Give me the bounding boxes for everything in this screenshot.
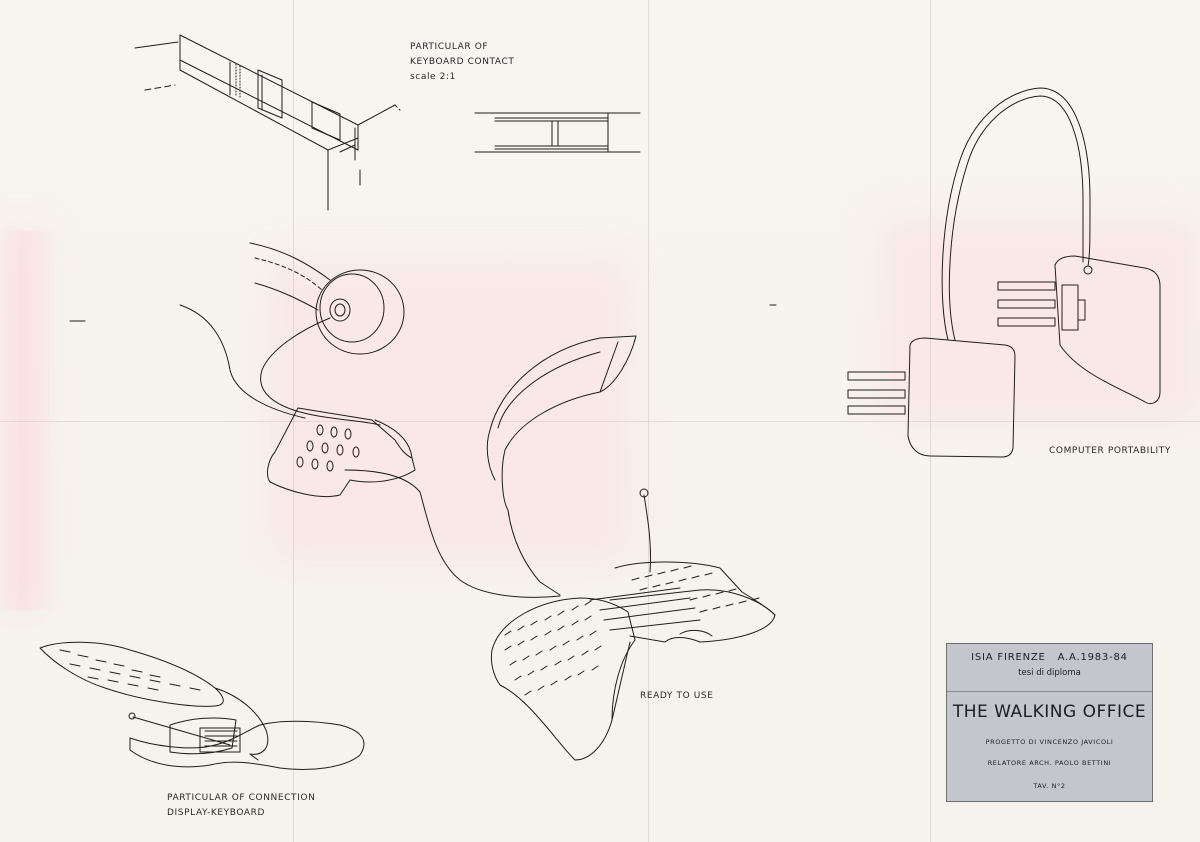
display-arm	[486, 335, 652, 596]
keyboard-contact-label: PARTICULAR OF KEYBOARD CONTACT scale 2:1	[410, 40, 515, 85]
keyboard-contact-isometric	[134, 34, 401, 211]
paper-fold	[930, 0, 931, 842]
paper-fold	[293, 0, 294, 842]
title-block-header: ISIA FIRENZE A.A.1983-84	[947, 652, 1152, 663]
keyboard-pad	[267, 407, 561, 598]
project-author: PROGETTO DI VINCENZO JAVICOLI	[985, 738, 1114, 746]
label-line: PARTICULAR OF CONNECTION	[167, 793, 316, 803]
subtitle: tesi di diploma	[1018, 668, 1081, 678]
divider	[947, 691, 1152, 692]
paper-fold	[0, 421, 1200, 422]
ready-to-use-label: READY TO USE	[640, 691, 714, 701]
folding-keyboard	[490, 561, 776, 761]
key-grid-right	[631, 565, 760, 613]
paper-stain	[0, 230, 40, 610]
paper-stain	[880, 220, 1200, 420]
project-title: THE WALKING OFFICE	[952, 702, 1147, 722]
key-grid-left	[504, 600, 602, 696]
label-line: KEYBOARD CONTACT	[410, 57, 515, 67]
connection-label: PARTICULAR OF CONNECTION DISPLAY-KEYBOAR…	[167, 791, 315, 821]
label-line: PARTICULAR OF	[410, 42, 489, 52]
keyboard-contact-section	[474, 112, 641, 153]
academic-year: A.A.1983-84	[1057, 652, 1128, 663]
paper-fold	[648, 0, 649, 842]
portable-computer	[847, 87, 1161, 458]
connection-detail	[39, 641, 365, 770]
title-block: ISIA FIRENZE A.A.1983-84 tesi di diploma…	[946, 643, 1153, 802]
project-advisor: RELATORE ARCH. PAOLO BETTINI	[987, 759, 1112, 767]
label-scale: scale 2:1	[410, 72, 456, 82]
cable	[179, 304, 306, 419]
round-device	[249, 242, 405, 426]
label-line: DISPLAY-KEYBOARD	[167, 808, 266, 818]
sheet-number: TAV. N°2	[1033, 782, 1066, 790]
computer-portability-label: COMPUTER PORTABILITY	[1049, 446, 1172, 456]
school-name: ISIA FIRENZE	[971, 652, 1046, 663]
